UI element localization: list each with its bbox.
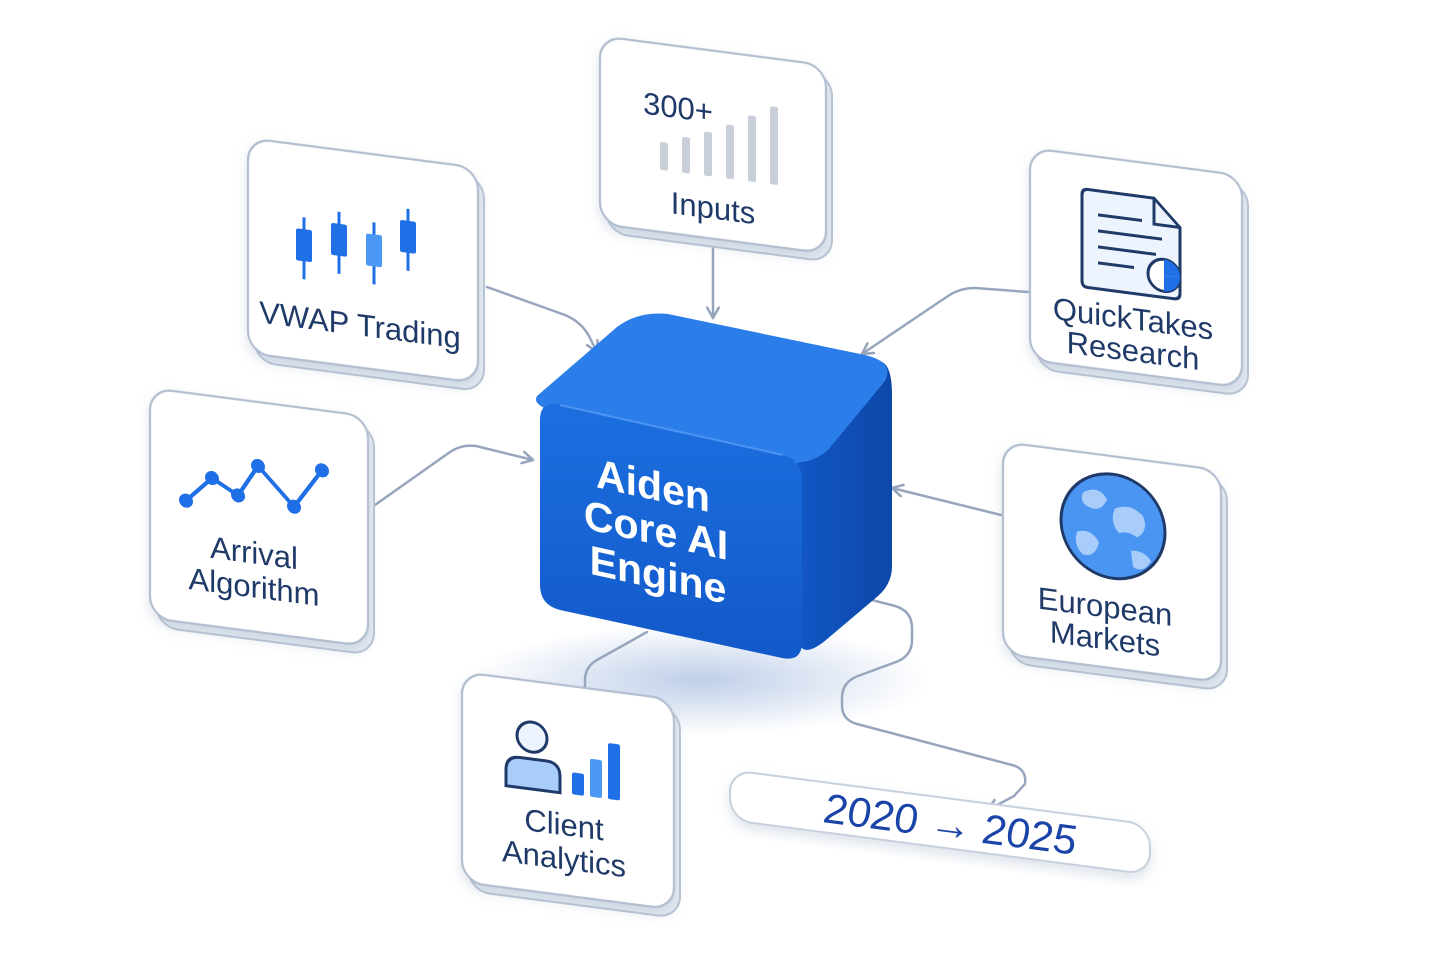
connector-timeline [824,586,1027,810]
globe-icon [1059,472,1167,581]
connector-quicktakes [862,286,1030,354]
report-document-icon [1080,187,1182,301]
bar-chart-icon [660,106,778,185]
quicktakes-card[interactable]: QuickTakes Research [1028,148,1249,396]
core-engine[interactable]: Aiden Core AI Engine [535,313,892,659]
arrival-card[interactable]: Arrival Algorithm [148,388,375,655]
connectors [373,238,1030,810]
timeline-tag[interactable]: 2020 → 2025 [729,770,1151,875]
client-card[interactable]: Client Analytics [460,672,681,918]
user-analytics-icon [504,720,620,801]
connector-client [583,630,649,692]
vwap-card[interactable]: VWAP Trading [246,138,485,392]
timeline-label: 2020 → 2025 [823,784,1077,864]
line-chart-icon [179,458,329,514]
inputs-card[interactable]: 300+ Inputs [598,36,833,262]
connector-vwap [485,285,597,352]
european-card[interactable]: European Markets [1001,442,1228,691]
core-edge-highlight [559,404,784,456]
core-front-face [540,404,802,659]
candlestick-icon [296,208,416,285]
connector-arrival [373,444,533,507]
connector-european [892,488,1003,517]
